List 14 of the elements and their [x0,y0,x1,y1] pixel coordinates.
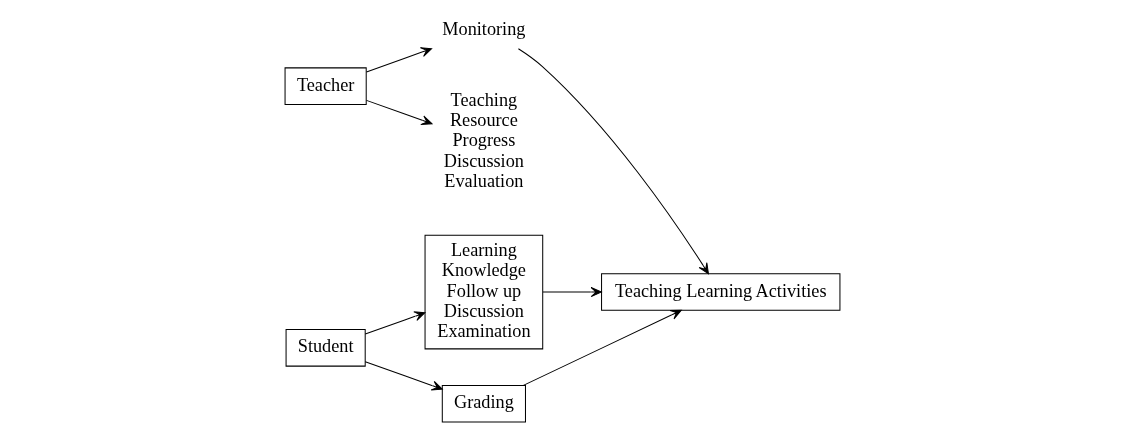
node-text: Teaching Resource Progress Discussion Evaluation [443,89,524,191]
node-box: Learning Knowledge Follow up Discussion Examination [424,234,543,350]
node-box: Grading [441,384,526,423]
node-box: Teacher [284,67,367,105]
arrow [364,311,425,335]
node-box: Teaching Learning Activities [600,273,840,311]
node-text: Monitoring [441,18,525,39]
arrow [365,99,432,126]
arrow [522,309,682,386]
arrow [365,47,432,73]
arrow [517,48,709,275]
arrow [364,361,443,391]
node-box: Student [285,329,366,367]
arrow [541,287,602,298]
